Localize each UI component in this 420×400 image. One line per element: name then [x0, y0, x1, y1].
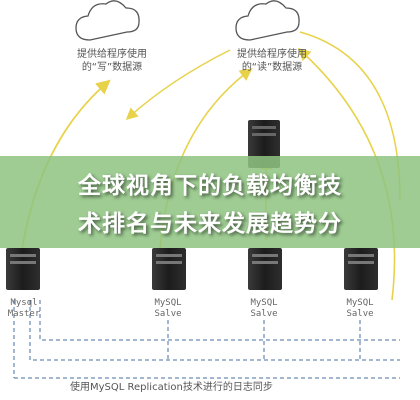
server-label-line2: Salve [346, 309, 374, 319]
server-label-master: Mysql Master [0, 298, 54, 320]
write-caption-line-1: 提供给程序使用 [77, 49, 147, 60]
server-label-line1: MySQL [250, 298, 278, 308]
read-caption-line-2: 的“读”数据源 [241, 62, 303, 73]
server-label-line2: Salve [154, 309, 182, 319]
write-source-caption: 提供给程序使用 的“写”数据源 [62, 48, 162, 74]
read-source-caption: 提供给程序使用 的“读”数据源 [222, 48, 322, 74]
cloud-icon-left [75, 0, 140, 41]
read-caption-line-1: 提供给程序使用 [237, 49, 307, 60]
write-feedback-arrow [125, 49, 231, 121]
server-label-slave-3: MySQL Salve [330, 298, 390, 320]
server-label-line1: MySQL [154, 298, 182, 308]
server-icon-slave-3 [344, 248, 378, 290]
replication-lines [13, 300, 400, 379]
cloud-icon-right [235, 0, 300, 41]
server-label-line2: Master [7, 309, 41, 319]
server-label-line2: Salve [250, 309, 278, 319]
replication-footer-caption: 使用MySQL Replication技术进行的日志同步 [70, 382, 273, 393]
banner-title-line-1: 全球视角下的负载均衡技 [78, 173, 342, 199]
title-banner [0, 156, 420, 248]
server-icon-master [6, 248, 40, 290]
server-label-line1: Mysql [10, 298, 38, 308]
server-label-slave-2: MySQL Salve [234, 298, 294, 320]
server-label-line1: MySQL [346, 298, 374, 308]
server-icon-slave-2 [248, 248, 282, 290]
banner-title-line-2: 术排名与未来发展趋势分 [78, 211, 342, 237]
server-icon-slave-1 [152, 248, 186, 290]
server-label-slave-1: MySQL Salve [138, 298, 198, 320]
write-caption-line-2: 的“写”数据源 [81, 62, 143, 73]
